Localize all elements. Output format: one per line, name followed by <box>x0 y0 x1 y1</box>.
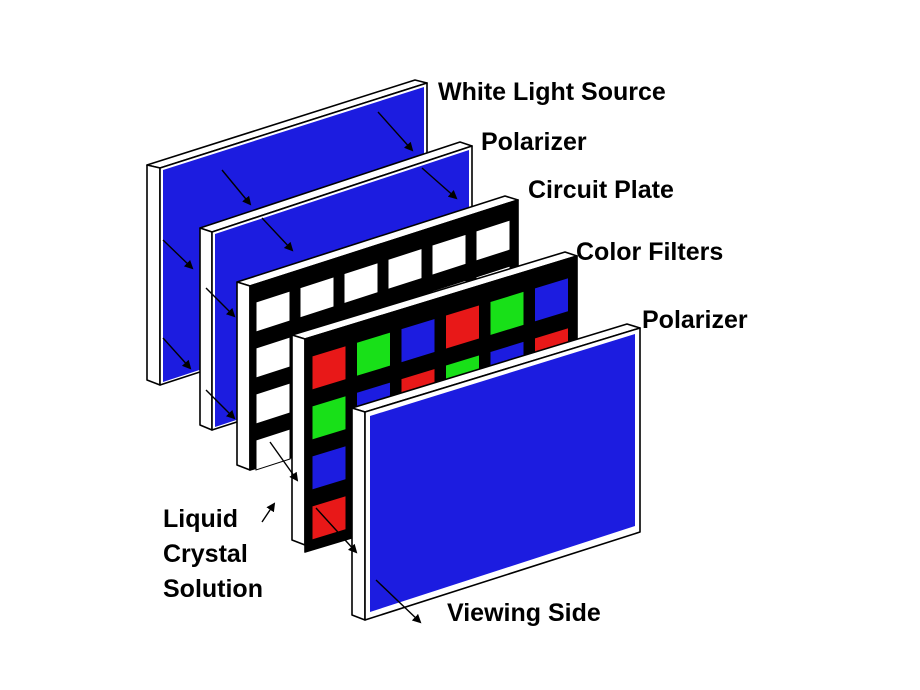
color-filter-cell <box>311 494 347 541</box>
circuit-cell <box>431 233 467 276</box>
light-path-arrows <box>162 111 458 624</box>
color-filter-cell <box>356 331 391 378</box>
white-light-source-label: White Light Source <box>438 78 666 106</box>
light-arrow <box>221 169 252 206</box>
liquid-crystal-label-line1: Liquid <box>163 505 238 533</box>
liquid-crystal-pointer <box>261 502 276 523</box>
circuit-cell <box>255 382 291 425</box>
viewing-side-label: Viewing Side <box>447 599 601 627</box>
circuit-cell <box>255 428 291 471</box>
color-filters-label: Color Filters <box>576 238 723 266</box>
light-arrow <box>205 389 236 420</box>
color-filter-cell <box>489 290 525 337</box>
light-arrow <box>162 239 194 270</box>
circuit-cell <box>387 247 423 291</box>
circuit-cell <box>255 290 291 333</box>
circuit-cell <box>343 261 379 305</box>
color-filter-cell <box>534 276 569 323</box>
color-filter-cell <box>311 344 347 391</box>
polarizer-front-face <box>370 334 635 612</box>
light-arrow <box>269 441 299 482</box>
circuit-plate-label: Circuit Plate <box>528 176 674 204</box>
light-arrow <box>261 217 294 252</box>
color-filter-cell <box>400 317 436 364</box>
liquid-crystal-label-line2: Crystal <box>163 540 248 568</box>
light-arrow <box>205 287 236 318</box>
circuit-cell <box>475 219 511 262</box>
light-arrow <box>421 167 458 200</box>
circuit-cell <box>299 276 335 319</box>
light-arrow <box>375 579 422 624</box>
polarizer-front-label: Polarizer <box>642 306 748 334</box>
color-filter-cell <box>311 394 347 441</box>
liquid-crystal-label-line3: Solution <box>163 575 263 603</box>
light-arrow <box>162 337 192 370</box>
polarizer-front-panel <box>351 323 641 621</box>
polarizer-back-label: Polarizer <box>481 128 587 156</box>
light-arrow <box>377 111 414 152</box>
light-arrow <box>315 507 358 554</box>
color-filter-cell <box>311 444 347 491</box>
color-filter-cell <box>445 304 480 350</box>
circuit-cell <box>255 336 291 379</box>
